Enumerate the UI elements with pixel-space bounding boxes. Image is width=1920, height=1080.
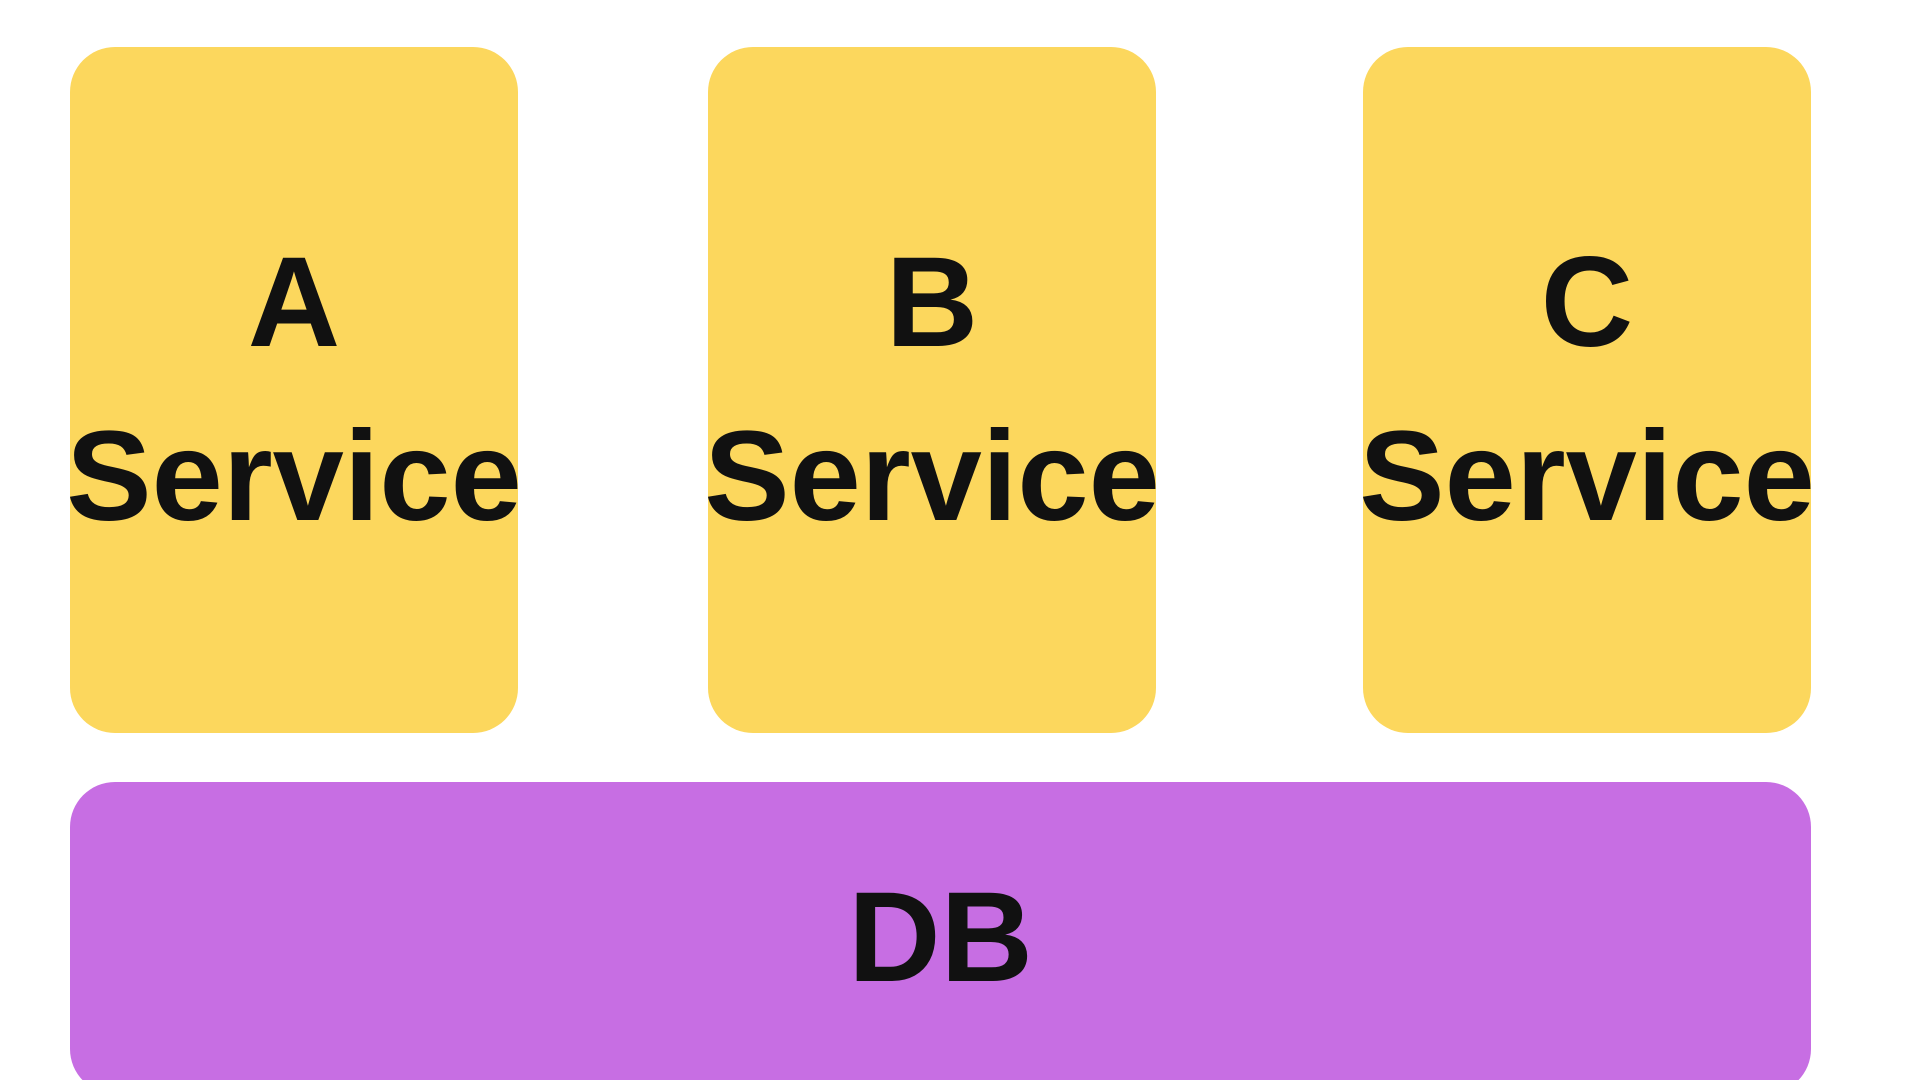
service-node-a-type: Service — [66, 405, 522, 548]
db-node: DB — [70, 782, 1811, 1080]
service-node-a-name: A — [247, 230, 341, 374]
service-node-b-name: B — [885, 230, 979, 374]
service-node-c-name: C — [1540, 230, 1634, 374]
service-node-c: C Service — [1359, 47, 1815, 733]
service-node-c-type: Service — [1359, 405, 1815, 548]
service-node-a: A Service — [66, 47, 522, 733]
service-node-b-type: Service — [704, 405, 1160, 548]
db-node-label: DB — [848, 865, 1033, 1009]
service-node-b: B Service — [704, 47, 1160, 733]
